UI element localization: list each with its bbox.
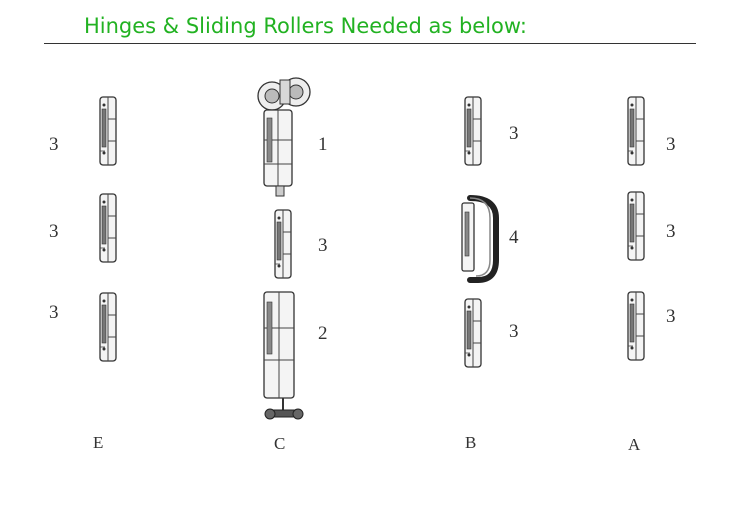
hinge-icon xyxy=(627,291,645,361)
hinge-icon xyxy=(274,209,292,279)
quantity-label: 3 xyxy=(666,306,676,327)
top-roller-hinge-icon xyxy=(257,77,311,197)
hinge-icon xyxy=(99,96,117,166)
hinge-icon xyxy=(464,298,482,368)
hinge-icon xyxy=(464,96,482,166)
column-label-c: C xyxy=(274,434,286,453)
column-label-a: A xyxy=(628,435,641,454)
quantity-label: 3 xyxy=(49,221,59,242)
quantity-label: 3 xyxy=(49,302,59,323)
hinge-icon xyxy=(627,191,645,261)
bottom-roller-hinge-icon xyxy=(263,291,304,420)
hinge-icon xyxy=(627,96,645,166)
column-label-b: B xyxy=(465,433,477,452)
quantity-label: 3 xyxy=(666,134,676,155)
quantity-label: 3 xyxy=(318,235,328,256)
quantity-label: 3 xyxy=(49,134,59,155)
column-label-e: E xyxy=(93,433,104,452)
handle-icon xyxy=(461,195,499,283)
title-underline xyxy=(44,43,696,44)
quantity-label: 1 xyxy=(318,134,328,155)
page-title: Hinges & Sliding Rollers Needed as below… xyxy=(84,14,527,38)
hinge-icon xyxy=(99,193,117,263)
hinge-icon xyxy=(99,292,117,362)
quantity-label: 4 xyxy=(509,227,519,248)
quantity-label: 2 xyxy=(318,323,328,344)
quantity-label: 3 xyxy=(509,321,519,342)
quantity-label: 3 xyxy=(509,123,519,144)
quantity-label: 3 xyxy=(666,221,676,242)
